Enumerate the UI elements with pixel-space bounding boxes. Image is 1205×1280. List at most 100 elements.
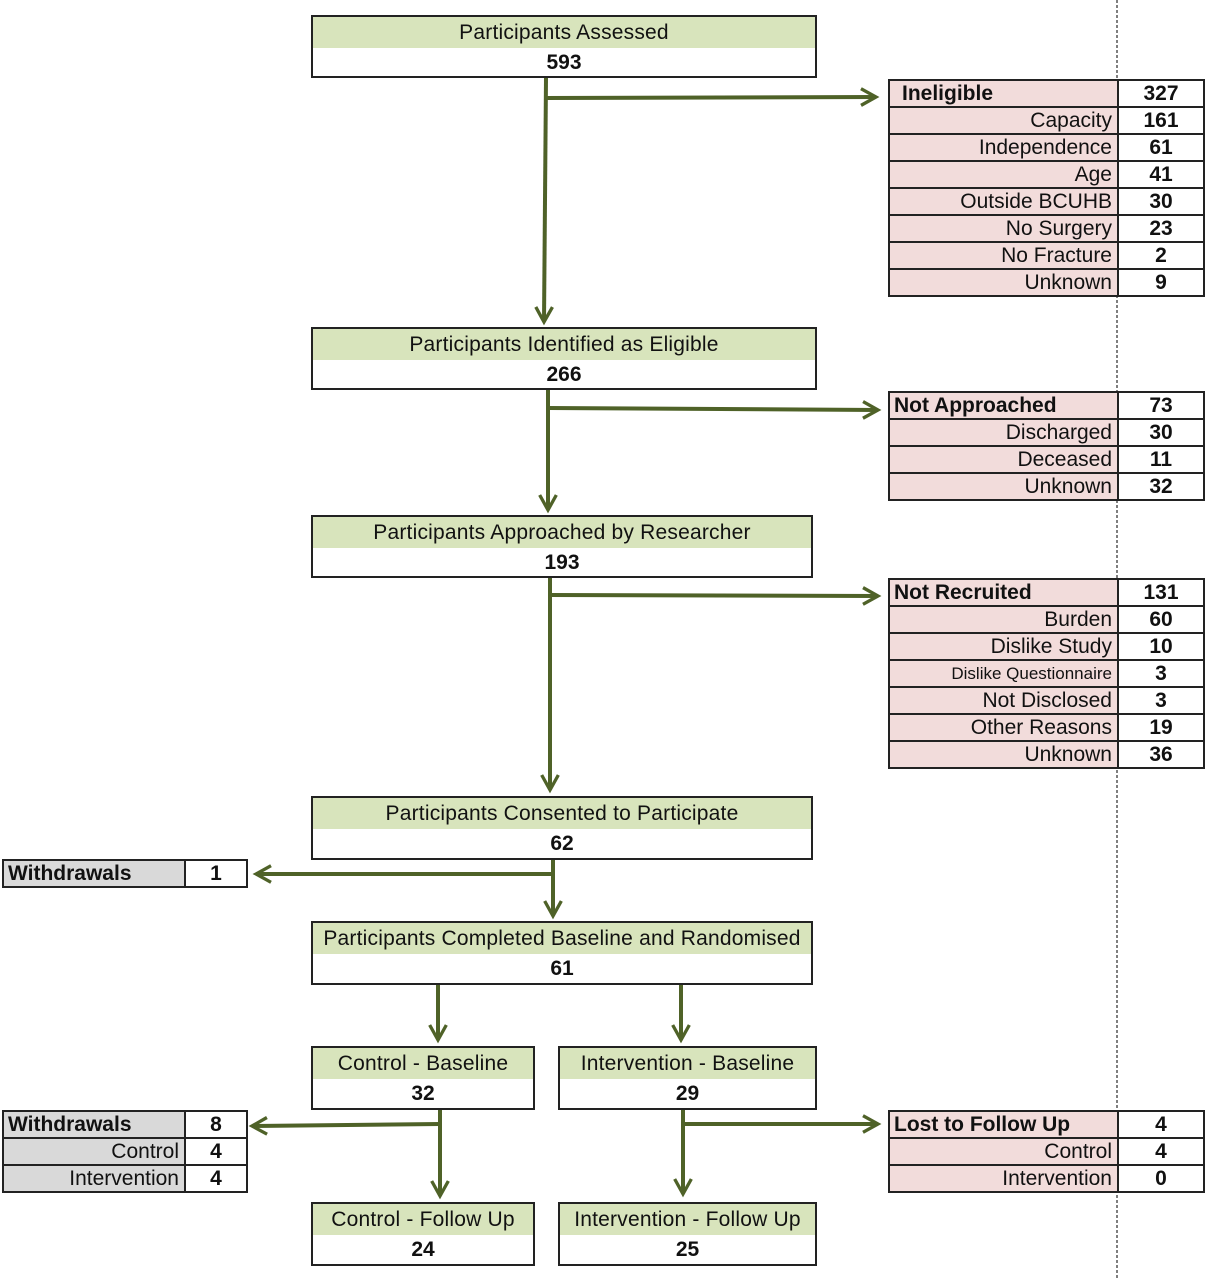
- table-header-label: Ineligible: [888, 79, 1119, 108]
- row-value: 161: [1117, 106, 1205, 135]
- row-value: 4: [184, 1137, 248, 1166]
- row-value: 19: [1117, 713, 1205, 742]
- row-label: Unknown: [888, 740, 1119, 769]
- stage-control-baseline: Control - Baseline 32: [311, 1046, 535, 1110]
- row-value: 23: [1117, 214, 1205, 243]
- row-value: 11: [1117, 445, 1205, 474]
- row-label: Age: [888, 160, 1119, 189]
- stage-label: Intervention - Follow Up: [560, 1204, 815, 1236]
- table-header-value: 1: [184, 859, 248, 888]
- stage-count: 32: [411, 1081, 435, 1105]
- row-label: Burden: [888, 605, 1119, 634]
- table-header-label: Not Approached: [888, 391, 1119, 420]
- row-label: Outside BCUHB: [888, 187, 1119, 216]
- row-label: Unknown: [888, 268, 1119, 297]
- table-header-label: Withdrawals: [2, 1110, 186, 1139]
- table-row: Lost to Follow Up 4: [888, 1110, 1205, 1139]
- stage-label: Participants Assessed: [313, 17, 815, 49]
- stage-label: Control - Follow Up: [313, 1204, 533, 1236]
- table-header-value: 4: [1117, 1110, 1205, 1139]
- table-header-label: Lost to Follow Up: [888, 1110, 1119, 1139]
- row-label: Intervention: [888, 1164, 1119, 1193]
- row-label: No Fracture: [888, 241, 1119, 270]
- stage-label: Intervention - Baseline: [560, 1048, 815, 1080]
- row-value: 9: [1117, 268, 1205, 297]
- stage-count: 25: [675, 1237, 700, 1261]
- row-label: Not Disclosed: [888, 686, 1119, 715]
- stage-label: Control - Baseline: [313, 1048, 533, 1080]
- stage-consented: Participants Consented to Participate 62: [311, 796, 813, 860]
- arrow-to-withdrawals-followup: [252, 1124, 441, 1126]
- row-value: 4: [184, 1164, 248, 1193]
- row-label: Intervention: [2, 1164, 186, 1193]
- stage-assessed: Participants Assessed 593: [311, 15, 817, 78]
- row-label: Capacity: [888, 106, 1119, 135]
- row-label: Dislike Questionnaire: [888, 659, 1119, 688]
- stage-label: Participants Identified as Eligible: [313, 329, 815, 361]
- stage-intervention-baseline: Intervention - Baseline 29: [558, 1046, 817, 1110]
- row-value: 41: [1117, 160, 1205, 189]
- table-row: Ineligible 327: [888, 79, 1205, 108]
- stage-count: 193: [544, 550, 580, 574]
- arrow-to-ineligible: [545, 97, 876, 98]
- row-label: Control: [2, 1137, 186, 1166]
- row-value: 4: [1117, 1137, 1205, 1166]
- row-value: 30: [1117, 187, 1205, 216]
- row-label: No Surgery: [888, 214, 1119, 243]
- stage-count: 266: [546, 362, 582, 386]
- row-value: 0: [1117, 1164, 1205, 1193]
- row-label: Unknown: [888, 472, 1119, 501]
- row-value: 36: [1117, 740, 1205, 769]
- arrow-to-not-approached: [547, 408, 878, 410]
- row-label: Dislike Study: [888, 632, 1119, 661]
- stage-label: Participants Completed Baseline and Rand…: [313, 923, 811, 955]
- stage-count: 593: [546, 50, 582, 74]
- arrow-assessed-to-eligible: [544, 77, 546, 322]
- stage-eligible: Participants Identified as Eligible 266: [311, 327, 817, 390]
- table-header-value: 73: [1117, 391, 1205, 420]
- row-label: Independence: [888, 133, 1119, 162]
- table-row: Withdrawals 1: [2, 859, 248, 888]
- table-row: Not Recruited 131: [888, 578, 1205, 607]
- table-header-label: Not Recruited: [888, 578, 1119, 607]
- stage-randomised: Participants Completed Baseline and Rand…: [311, 921, 813, 985]
- row-label: Deceased: [888, 445, 1119, 474]
- table-header-value: 327: [1117, 79, 1205, 108]
- stage-approached: Participants Approached by Researcher 19…: [311, 515, 813, 578]
- table-header-label: Withdrawals: [2, 859, 186, 888]
- row-label: Other Reasons: [888, 713, 1119, 742]
- stage-count: 61: [550, 956, 574, 980]
- row-value: 61: [1117, 133, 1205, 162]
- table-row: Withdrawals 8: [2, 1110, 248, 1139]
- stage-count: 62: [550, 831, 574, 855]
- withdrawals-consent-table: Withdrawals 1: [2, 859, 248, 888]
- row-value: 10: [1117, 632, 1205, 661]
- arrow-to-not-recruited: [549, 595, 878, 596]
